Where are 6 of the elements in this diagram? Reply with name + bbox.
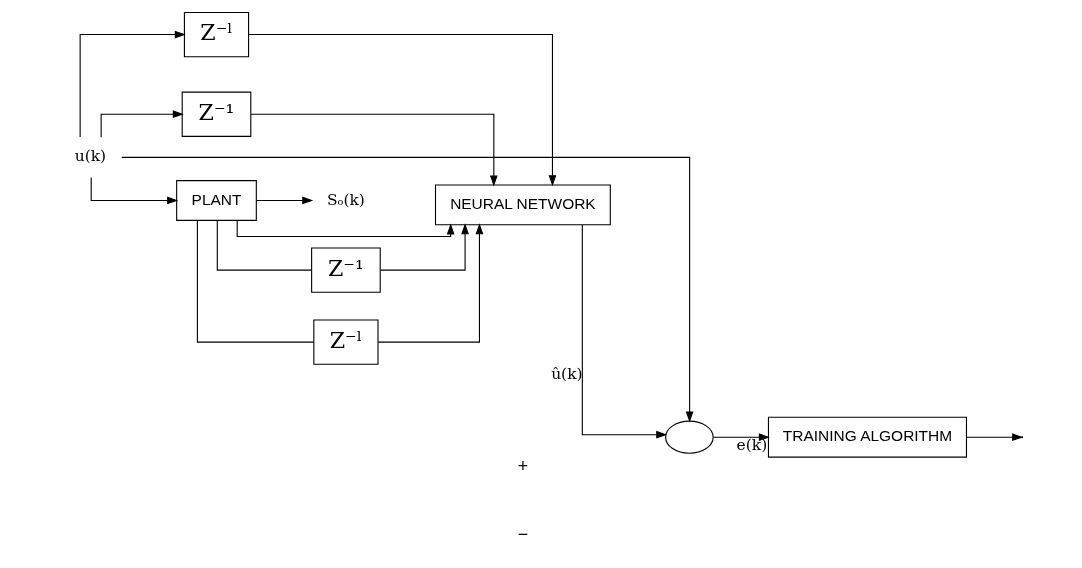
edge-label: û(k) bbox=[551, 365, 583, 384]
label: − bbox=[517, 523, 529, 544]
node-text: u(k) bbox=[74, 147, 107, 166]
label: + bbox=[517, 456, 529, 477]
edge-label: e(k) bbox=[736, 435, 768, 454]
node-text: Sₒ(k) bbox=[326, 190, 365, 209]
